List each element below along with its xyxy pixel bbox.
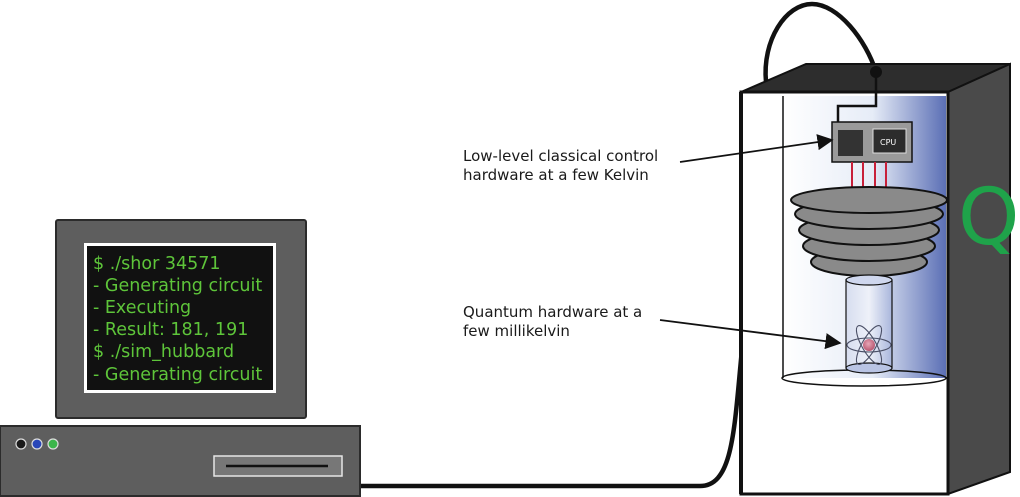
classical-annotation-line2: hardware at a few Kelvin [463, 166, 649, 184]
terminal-output: $ ./shor 34571 - Generating circuit - Ex… [93, 254, 262, 385]
cpu-chip: CPU [872, 128, 907, 154]
cabinet-side-face [947, 62, 1011, 496]
cabinet-logo: Q [958, 173, 1019, 263]
quantum-chamber [845, 274, 893, 374]
quantum-chamber-bottom [845, 362, 893, 374]
cable-port [870, 66, 882, 78]
status-led-blue [31, 438, 43, 450]
quantum-hardware-annotation: Quantum hardware at a few millikelvin [463, 303, 842, 350]
atom-orbit [846, 337, 892, 353]
control-chip-dark [838, 130, 863, 156]
cpu-chip-body [872, 128, 907, 154]
quantum-chamber-tube [845, 279, 893, 369]
power-led-black [15, 438, 27, 450]
quantum-annotation-arrow [659, 319, 842, 350]
atom-orbit [855, 325, 883, 365]
quantum-annotation-line2: few millikelvin [463, 322, 570, 340]
terminal-line: $ ./shor 34571 [93, 254, 221, 274]
atom-orbit [855, 325, 883, 365]
cpu-chip-label: CPU [880, 138, 896, 147]
terminal-line: - Result: 181, 191 [93, 320, 248, 340]
connection-cable [360, 329, 747, 489]
thermal-plate [790, 186, 948, 214]
control-wire [836, 76, 878, 124]
atom-icon [846, 325, 892, 365]
terminal-line: - Executing [93, 298, 191, 318]
status-led-green [47, 438, 59, 450]
classical-annotation-line1: Low-level classical control [463, 147, 658, 165]
classical-annotation-arrow [679, 134, 834, 163]
atom-nucleus [863, 339, 875, 351]
thermal-plates [790, 186, 948, 277]
classical-control-annotation: Low-level classical control hardware at … [463, 134, 834, 184]
terminal-screen [87, 246, 273, 390]
monitor: $ ./shor 34571 - Generating circuit - Ex… [55, 219, 307, 419]
cabinet-top-cable [763, 1, 879, 83]
quantum-chamber-top [845, 274, 893, 286]
terminal-line: - Generating circuit [93, 365, 262, 385]
terminal-line: $ ./sim_hubbard [93, 342, 234, 362]
quantum-annotation-line1: Quantum hardware at a [463, 303, 642, 321]
terminal-line: - Generating circuit [93, 276, 262, 296]
dilution-refrigerator: CPU [781, 76, 948, 387]
desktop-unit [0, 425, 361, 497]
